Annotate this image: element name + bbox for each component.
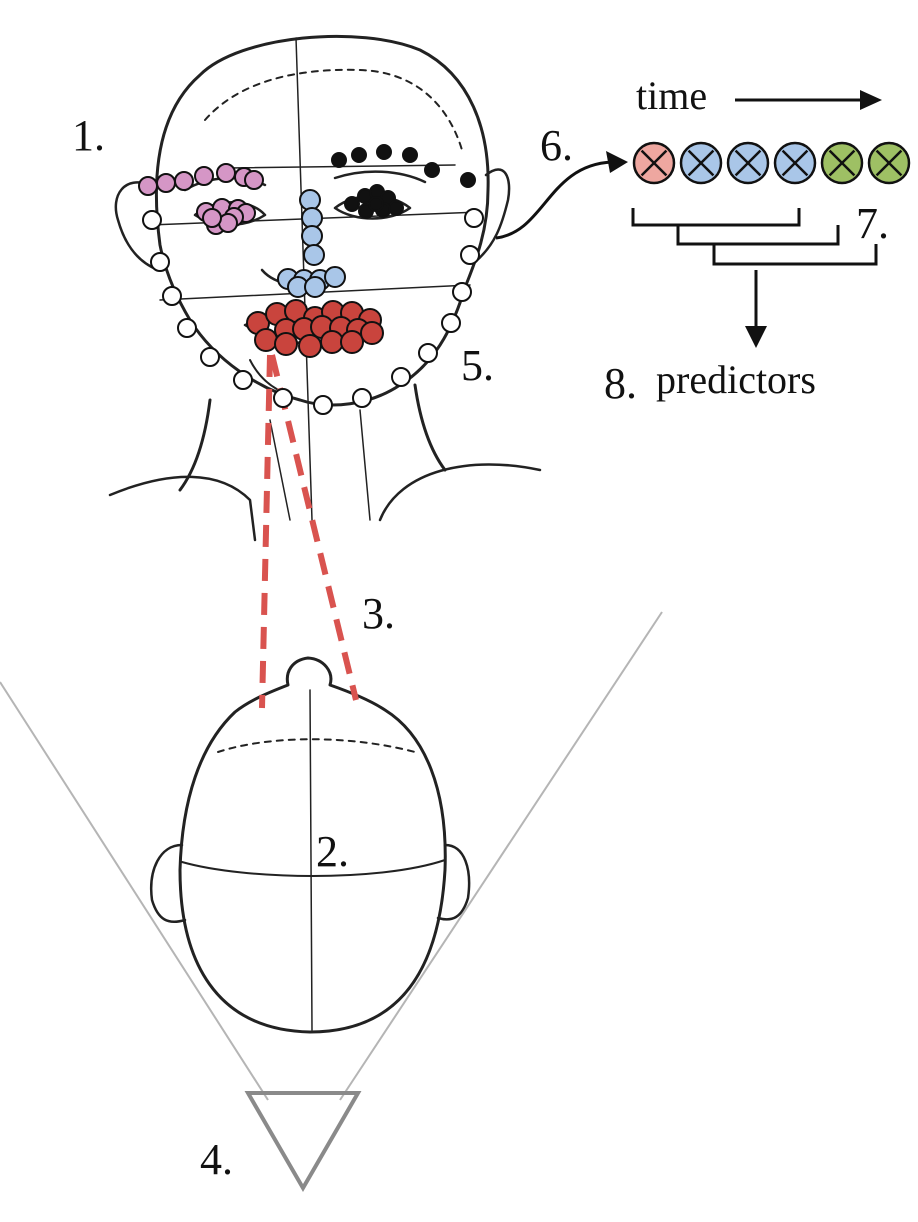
label-4: 4. [200,1135,233,1184]
label-3: 3. [362,589,395,638]
landmark-point [368,196,384,212]
facial-landmarks [138,144,484,415]
landmark-point [352,388,372,408]
landmark-point [177,318,197,338]
predictor-arrowhead-icon [745,326,767,348]
landmark-point [320,330,344,354]
landmark-point [174,171,194,191]
landmark-point [202,208,222,228]
landmark-point [138,176,158,196]
label-7: 7. [856,199,889,248]
time-label: time [636,73,708,118]
landmark-point [299,189,321,211]
landmark-point [402,147,418,163]
landmark-point [418,343,438,363]
landmark-point [298,334,322,358]
label-2: 2. [316,827,349,876]
label-8: 8. [604,359,637,408]
landmark-point [254,328,278,352]
eyebrow-right-landmarks [331,144,476,188]
landmark-point [351,147,367,163]
landmark-point [194,166,214,186]
landmark-point [331,152,347,168]
landmark-point [156,173,176,193]
landmark-point [324,266,346,288]
eye-right-landmarks [344,184,404,219]
landmark-point [142,210,162,230]
landmark-point [150,252,170,272]
circled-x-icon [820,141,864,185]
landmark-point [303,244,325,266]
landmark-point [460,172,476,188]
window-bracket-2 [676,225,840,246]
circled-x-icon [632,141,676,185]
landmark-point [388,200,404,216]
fov-right-line [339,611,663,1101]
landmark-point [360,321,384,345]
circled-x-icon [867,141,911,185]
landmark-point [273,388,293,408]
fov-left-line [0,681,269,1101]
landmark-point [441,313,461,333]
sight-line-right [269,354,359,701]
eye-left-landmarks [196,198,256,235]
landmark-point [200,347,220,367]
landmark-point [301,225,323,247]
eyebrow-left-landmarks [138,163,264,196]
circled-x-icon [679,141,723,185]
landmark-point [244,170,264,190]
landmark-point [340,330,364,354]
sight-line-left [259,354,273,709]
landmark-point [304,276,326,298]
mouth-landmarks [246,299,384,358]
landmark-point [233,370,253,390]
label-1: 1. [72,111,105,160]
landmark-point [424,162,440,178]
time-arrowhead-icon [860,90,882,110]
landmark-point [344,196,360,212]
curve-arrowhead-icon [606,151,628,173]
circled-x-icon [773,141,817,185]
landmark-point [376,144,392,160]
landmark-point [313,395,333,415]
circled-x-icon [726,141,770,185]
window-bracket-3 [712,244,878,266]
triangle-down-icon [244,1091,362,1192]
landmark-point [452,282,472,302]
landmark-point [460,245,480,265]
window-brackets [631,208,878,266]
landmark-point [391,367,411,387]
feature-sequence [632,141,911,185]
window-bracket-1 [631,208,801,227]
landmark-point [162,286,182,306]
jaw-landmarks [142,208,484,415]
curve-arrow [495,160,613,240]
landmark-point [216,163,236,183]
label-5: 5. [461,341,494,390]
landmark-point [464,208,484,228]
label-6: 6. [540,121,573,170]
nose-landmarks [277,189,346,298]
landmark-point [274,332,298,356]
predictors-label: predictors [656,357,816,402]
